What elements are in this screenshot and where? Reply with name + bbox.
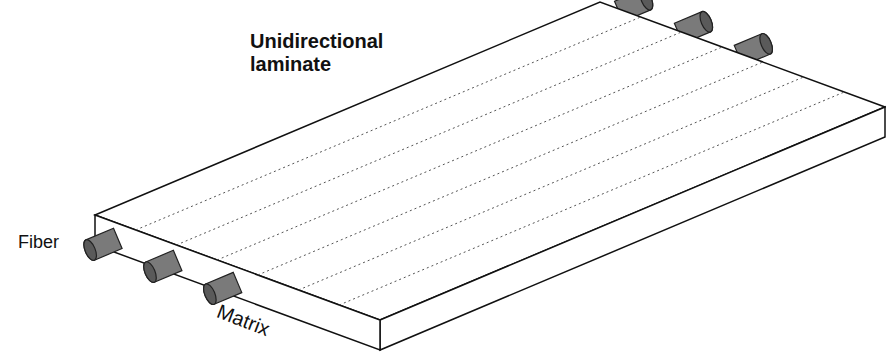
fiber-body <box>81 228 122 262</box>
fiber-line <box>136 17 641 230</box>
fiber-front <box>141 250 182 284</box>
fiber-line <box>217 47 722 260</box>
title-label: Unidirectional laminate <box>250 30 400 76</box>
fiber-body <box>141 250 182 284</box>
fiber-end <box>757 32 775 56</box>
fiber-front <box>81 228 122 262</box>
fiber-end <box>141 260 159 284</box>
fiber-end <box>638 0 656 12</box>
fiber-end <box>697 10 715 34</box>
side-face <box>380 107 885 350</box>
front-face <box>95 215 380 350</box>
fiber-line <box>258 62 763 275</box>
fiber-line <box>339 92 844 305</box>
fiber-end <box>81 238 99 262</box>
part-label: Fiber <box>18 232 59 253</box>
fiber-line <box>299 77 804 290</box>
fiber-end <box>201 282 219 306</box>
